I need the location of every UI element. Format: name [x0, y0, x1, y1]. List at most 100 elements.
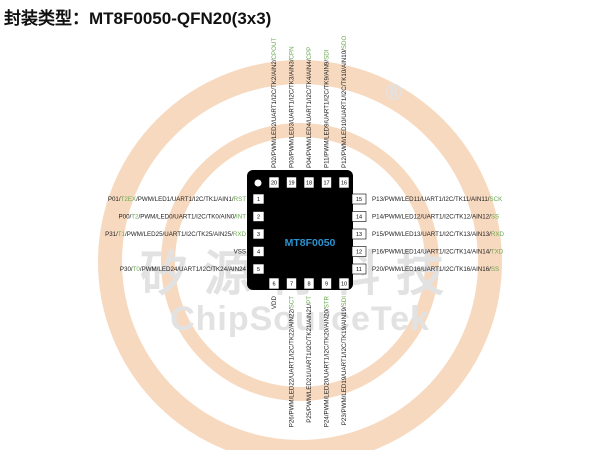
left-pin-3-number: 3: [257, 232, 260, 238]
right-pin-11-label: P20/PWM/LED16/UART1/I2C/TK16/AIN16/SS: [372, 266, 499, 273]
left-pin-1-label-part: T2EX: [121, 196, 136, 203]
left-pin-2-label: P00/T2/PWM/LED0/UART1/I2C/TK0/AIN0/INT: [119, 214, 247, 221]
top-pin-17-number: 17: [323, 181, 329, 187]
bottom-pin-8-label: P25/PWM/LED21/UART1/I2C/TK21/AIN21/PT: [306, 296, 313, 423]
left-pin-1-pad: [252, 193, 265, 205]
left-pin-4-number: 4: [257, 250, 260, 256]
bottom-pin-7-number: 7: [290, 282, 293, 288]
chip-name: MT8F0050: [285, 237, 336, 249]
top-pin-19-label-part: CPN: [289, 46, 296, 59]
left-pin-5-pad: [252, 263, 265, 275]
top-pin-19-pad: [286, 176, 297, 189]
bottom-pin-7-label-part: SCT: [289, 296, 296, 309]
bottom-pin-9-number: 9: [325, 282, 328, 288]
right-pin-11-label-part: P20/PWM/LED16/UART1/I2C/TK16/AIN16/: [372, 266, 491, 273]
pin1-marker: [253, 178, 263, 188]
left-pin-5-label: P30/T0/PWM/LED24/UART1/I2C/TK24/AIN24: [120, 266, 247, 273]
bottom-pin-8-label-part: PT: [306, 296, 313, 304]
right-pin-15-number: 15: [356, 197, 362, 203]
left-pin-3-label-part: T1: [118, 231, 126, 238]
top-pin-20-label: P02/PWM/LED2/UART1/I2C/TK2/AIN2/CPOUT: [271, 38, 278, 168]
bottom-pin-7-pad: [286, 277, 297, 290]
right-pin-14-label-part: SS: [491, 214, 499, 221]
right-pin-14-label: P14/PWM/LED12/UART1/I2C/TK12/AIN12/SS: [372, 214, 499, 221]
right-pin-15-pad: [351, 193, 367, 205]
right-pin-12-label: P16/PWM/LED14/UART1/I2C/TK14/AIN14/TXD: [372, 249, 504, 256]
bottom-pin-10-number: 10: [341, 282, 347, 288]
bottom-pin-10-label-part: SDI: [341, 296, 348, 307]
bottom-pin-8-label-part: P25/PWM/LED21/UART1/I2C/TK21/AIN21/: [306, 304, 313, 423]
top-pin-17-label: P11/PWM/LED9/UART1/I2C/TK9/AIN9/SDI: [324, 49, 331, 168]
right-pin-11-pad: [351, 263, 367, 275]
left-pin-3-label-part: /PWM/LED25/UART1/I2C/TK25/AIN25/: [125, 231, 233, 238]
top-pin-18-number: 18: [306, 181, 312, 187]
bottom-pin-8-number: 8: [307, 282, 310, 288]
right-pin-group: 15 P13/PWM/LED11/UART1/I2C/TK11/AIN11/SCK…: [351, 193, 505, 275]
watermark-ring-outer: [98, 60, 502, 450]
bottom-pin-10-pad: [338, 277, 350, 290]
bottom-pin-7-label-part: P26/PWM/LED22/UART1/I2C/TK22/AIN22/: [289, 308, 296, 427]
top-pin-19-number: 19: [288, 181, 294, 187]
left-pin-3-label-part: P31/: [105, 231, 118, 238]
top-pin-20-pad: [268, 176, 280, 189]
left-pin-5-label-part: P30/: [120, 266, 133, 273]
left-pin-2-pad: [252, 211, 265, 222]
registered-mark: ®: [383, 81, 405, 106]
right-pin-14-number: 14: [356, 215, 362, 221]
left-pin-1-label: P01/T2EX/PWM/LED1/UART1/I2C/TK1/AIN1/RST: [108, 196, 246, 203]
right-pin-14-label-part: P14/PWM/LED12/UART1/I2C/TK12/AIN12/: [372, 214, 491, 221]
bottom-pin-9-pad: [321, 277, 332, 290]
bottom-pin-7-label: P26/PWM/LED22/UART1/I2C/TK22/AIN22/SCT: [289, 296, 296, 427]
top-pin-16-label-part: SDO: [341, 36, 348, 50]
top-pin-19-label-part: P03/PWM/LED3/UART1/I2C/TK3/AIN3/: [289, 59, 296, 168]
watermark-ring-inner: [161, 123, 439, 401]
right-pin-15-label-part: P13/PWM/LED11/UART1/I2C/TK11/AIN11/: [372, 196, 490, 203]
left-pin-4-label: VSS: [234, 249, 246, 256]
left-pin-3-label-part: RXD: [233, 231, 247, 238]
top-pin-17-label-part: P11/PWM/LED9/UART1/I2C/TK9/AIN9/: [324, 60, 331, 168]
chip-body: [247, 170, 353, 290]
left-pin-2-label-part: /PWM/LED0/UART1/I2C/TK0/AIN0/: [138, 214, 236, 221]
left-pin-2-number: 2: [257, 215, 260, 221]
bottom-pin-9-label-part: P24/PWM/LED20/UART1/I2C/TK20/AIN20/: [324, 308, 331, 427]
right-pin-15-label-part: SCK: [490, 196, 504, 203]
bottom-pin-6-number: 6: [272, 282, 275, 288]
bottom-pin-9-label-part: STR: [324, 295, 331, 308]
right-pin-11-number: 11: [356, 267, 362, 273]
top-pin-20-label-part: CPOUT: [271, 38, 278, 60]
bottom-pin-9-label: P24/PWM/LED20/UART1/I2C/TK20/AIN20/STR: [324, 295, 331, 427]
left-pin-2-label-part: P00/: [119, 214, 132, 221]
left-pin-1-number: 1: [257, 197, 260, 203]
left-pin-1-label-part: /PWM/LED1/UART1/I2C/TK1/AIN1/: [136, 196, 234, 203]
right-pin-13-label-part: RXD: [491, 231, 505, 238]
top-pin-20-label-part: P02/PWM/LED2/UART1/I2C/TK2/AIN2/: [271, 59, 278, 168]
right-pin-12-number: 12: [356, 250, 362, 256]
top-pin-16-label-part: P12/PWM/LED10/UART1/I2C/TK10/AIN10/: [341, 49, 348, 168]
watermark-english-text: ChipSourceTek: [170, 300, 430, 338]
bottom-pin-10-label: P23/PWM/LED19/UART1/I2C/TK19/AIN19/SDI: [341, 296, 348, 425]
right-pin-13-label-part: P15/PWM/LED13/UART1/I2C/TK13/AIN13/: [372, 231, 491, 238]
bottom-pin-6-label: VDD: [271, 295, 278, 309]
bottom-pin-8-pad: [303, 277, 315, 290]
top-pin-group: 20P02/PWM/LED2/UART1/I2C/TK2/AIN2/CPOUT1…: [268, 36, 350, 189]
top-pin-18-label: P04/PWM/LED4/UART1/I2C/TK4/AIN4/CPP: [306, 47, 313, 168]
left-pin-5-label-part: T0: [133, 266, 141, 273]
left-pin-2-label-part: T2: [131, 214, 139, 221]
right-pin-13-pad: [351, 228, 367, 240]
left-pin-5-number: 5: [257, 267, 260, 273]
top-pin-18-label-part: CPP: [306, 47, 313, 60]
right-pin-12-label-part: TXD: [491, 249, 504, 256]
right-pin-14-pad: [351, 211, 367, 222]
left-pin-group: 1 P01/T2EX/PWM/LED1/UART1/I2C/TK1/AIN1/RS…: [105, 193, 265, 275]
left-pin-3-label: P31/T1/PWM/LED25/UART1/I2C/TK25/AIN25/RX…: [105, 231, 246, 238]
left-pin-1-label-part: RST: [234, 196, 247, 203]
left-pin-4-pad: [252, 246, 265, 257]
top-pin-16-pad: [338, 176, 350, 189]
top-pin-18-pad: [303, 176, 315, 189]
top-pin-17-pad: [321, 176, 332, 189]
bottom-pin-6-label-part: VDD: [271, 295, 278, 309]
package-title: 封装类型：MT8F0050-QFN20(3x3): [4, 9, 272, 28]
bottom-pin-10-label-part: P23/PWM/LED19/UART1/I2C/TK19/AIN19/: [341, 306, 348, 425]
